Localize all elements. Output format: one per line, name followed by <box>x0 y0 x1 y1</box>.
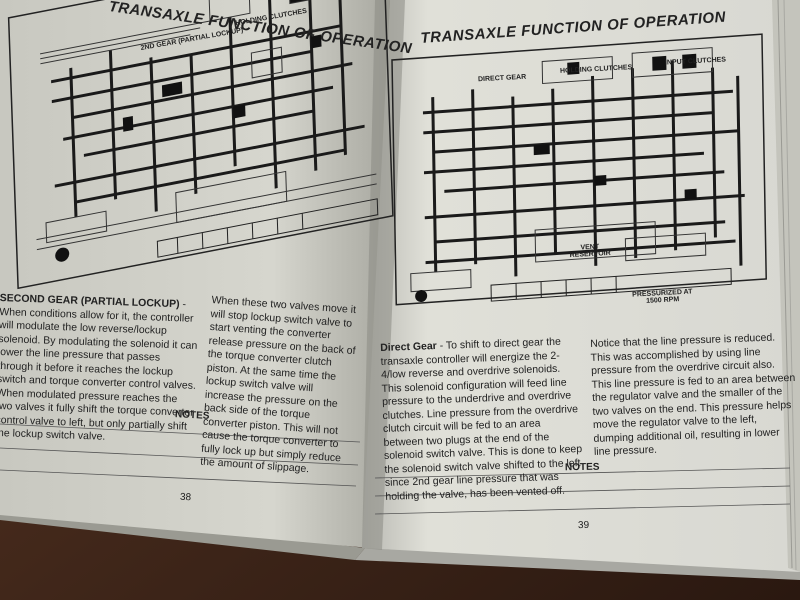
right-para1-heading: Direct Gear <box>380 340 438 354</box>
left-paragraph-1: SECOND GEAR (PARTIAL LOCKUP) - When cond… <box>0 292 200 447</box>
left-page <box>0 0 390 548</box>
left-paragraph-2: When these two valves move it will stop … <box>199 294 357 476</box>
right-page <box>362 0 800 572</box>
right-paragraph-2: Notice that the line pressure is reduced… <box>590 331 796 458</box>
right-hydraulic-diagram <box>391 33 767 306</box>
right-notes-label: NOTES <box>564 461 600 474</box>
right-paragraph-1: Direct Gear - To shift to direct gear th… <box>380 335 586 504</box>
gutter-shadow <box>362 0 405 550</box>
left-notes-label: NOTES <box>174 409 210 422</box>
book-edge-right <box>355 548 800 580</box>
right-notes-lines <box>374 467 791 515</box>
right-para1-body: - To shift to direct gear the transaxle … <box>380 335 583 503</box>
left-hydraulic-diagram <box>7 0 394 290</box>
left-notes-lines <box>0 423 361 487</box>
right-page-number: 39 <box>577 519 590 532</box>
left-page-number: 38 <box>179 491 192 504</box>
left-para1-body: - When conditions allow for it, the cont… <box>0 298 198 443</box>
